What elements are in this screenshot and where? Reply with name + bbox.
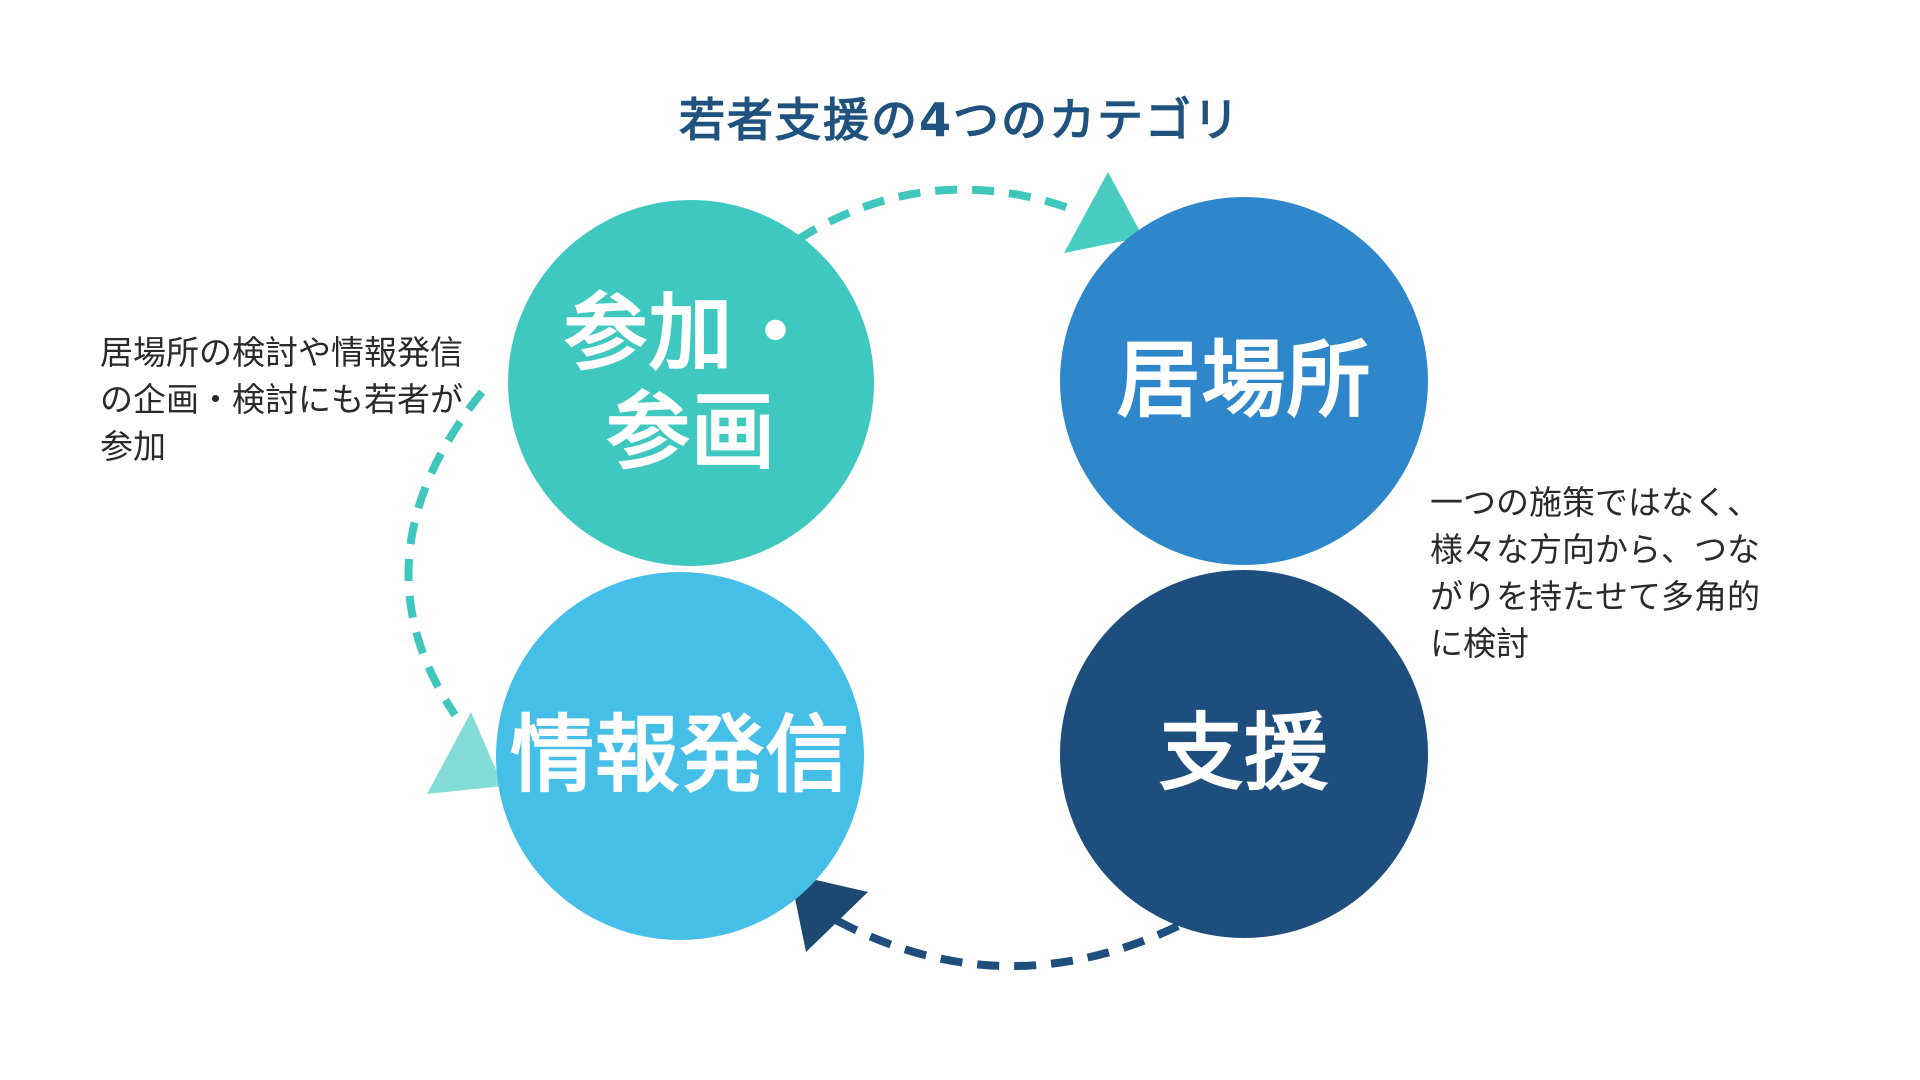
annotation-right: 一つの施策ではなく、 様々な方向から、つな がりを持たせて多角的 に検討 (1430, 483, 1760, 663)
arrow-top-arc (794, 185, 1082, 244)
circle-info: 情報発信 (496, 572, 864, 940)
arrowhead-bottom-icon (790, 874, 868, 952)
circle-participation: 参加・ 参画 (508, 200, 874, 566)
circle-place-label: 居場所 (1116, 331, 1372, 430)
circle-support: 支援 (1060, 570, 1428, 938)
arrowhead-left-icon (427, 712, 503, 794)
circle-place: 居場所 (1060, 197, 1428, 565)
circle-support-label: 支援 (1158, 704, 1329, 803)
page-title: 若者支援の4つのカテゴリ (678, 93, 1241, 147)
circle-participation-label: 参加・ 参画 (563, 283, 819, 481)
arrowhead-top-icon (1064, 172, 1143, 253)
arrow-bottom-arc (830, 914, 1180, 970)
circle-info-label: 情報発信 (509, 706, 850, 805)
arrow-left-arc (404, 389, 486, 718)
annotation-left: 居場所の検討や情報発信 の企画・検討にも若者が 参加 (100, 333, 463, 466)
